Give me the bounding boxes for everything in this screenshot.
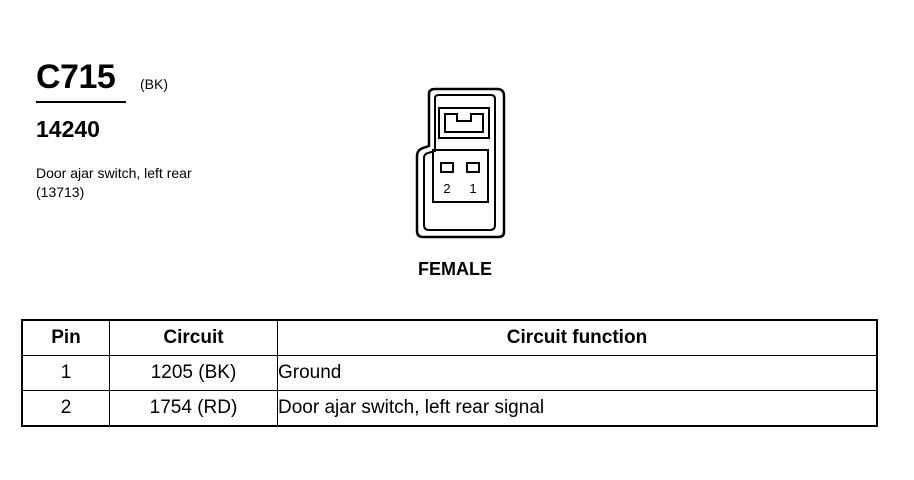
- connector-description: Door ajar switch, left rear (13713): [36, 165, 192, 200]
- cell-function: Ground: [277, 355, 878, 391]
- cell-circuit: 1205 (BK): [109, 355, 278, 391]
- table-header-row: Pin Circuit Circuit function: [21, 319, 878, 356]
- connector-face-diagram: 2 1: [415, 87, 506, 239]
- table-row: 1 1205 (BK) Ground: [21, 355, 878, 391]
- pin-label-1: 1: [469, 181, 476, 196]
- cell-pin: 2: [21, 390, 110, 427]
- cell-function: Door ajar switch, left rear signal: [277, 390, 878, 427]
- connector-inner-housing: [423, 94, 496, 231]
- connector-id-underline: [36, 101, 126, 103]
- column-header-function: Circuit function: [277, 319, 878, 356]
- connector-color: (BK): [140, 76, 168, 92]
- pin-table: Pin Circuit Circuit function 1 1205 (BK)…: [21, 319, 878, 427]
- connector-id: C715: [36, 58, 116, 96]
- cell-pin: 1: [21, 355, 110, 391]
- part-number: 14240: [36, 116, 100, 142]
- cell-circuit: 1754 (RD): [109, 390, 278, 427]
- pin-label-2: 2: [443, 181, 450, 196]
- column-header-circuit: Circuit: [109, 319, 278, 356]
- table-row: 2 1754 (RD) Door ajar switch, left rear …: [21, 390, 878, 427]
- pin-socket-1: [466, 162, 480, 173]
- connector-cavity-body: [432, 149, 489, 203]
- column-header-pin: Pin: [21, 319, 110, 356]
- pin-socket-2: [440, 162, 454, 173]
- connector-gender: FEMALE: [418, 259, 492, 279]
- connector-latch: [438, 107, 490, 139]
- connector-outer-housing: [415, 87, 506, 239]
